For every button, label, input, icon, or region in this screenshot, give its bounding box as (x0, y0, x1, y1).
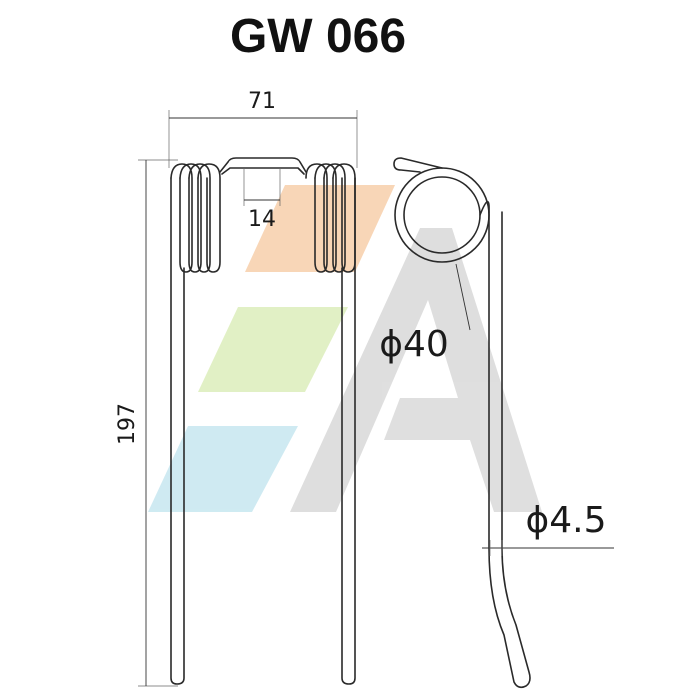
side-view: ϕ40 ϕ4.5 (379, 157, 614, 689)
top-bridge (219, 157, 307, 173)
watermark-band-orange (245, 185, 395, 272)
left-coil (170, 163, 221, 273)
part-number-title: GW 066 (230, 10, 406, 63)
coil-diameter-dimension: ϕ40 (379, 263, 471, 365)
coil-diameter-label: ϕ40 (379, 324, 449, 365)
height-label: 197 (115, 403, 140, 445)
right-leg (341, 177, 356, 685)
side-leg (488, 211, 531, 689)
front-view: 71 14 197 (115, 89, 358, 687)
gap-dimension: 14 (243, 168, 281, 232)
watermark-band-green (198, 307, 348, 392)
top-bridge-inner (221, 167, 305, 175)
wire-diameter-dimension: ϕ4.5 (482, 500, 614, 556)
watermark-letter-a (290, 228, 542, 512)
width-label: 71 (248, 89, 276, 114)
watermark-band-blue (148, 426, 298, 512)
gap-label: 14 (248, 207, 276, 232)
height-dimension: 197 (115, 159, 178, 687)
left-leg (170, 177, 185, 685)
watermark-logo (148, 185, 542, 512)
wire-diameter-label: ϕ4.5 (526, 500, 607, 541)
width-dimension: 71 (168, 89, 358, 168)
top-tab (393, 157, 443, 173)
